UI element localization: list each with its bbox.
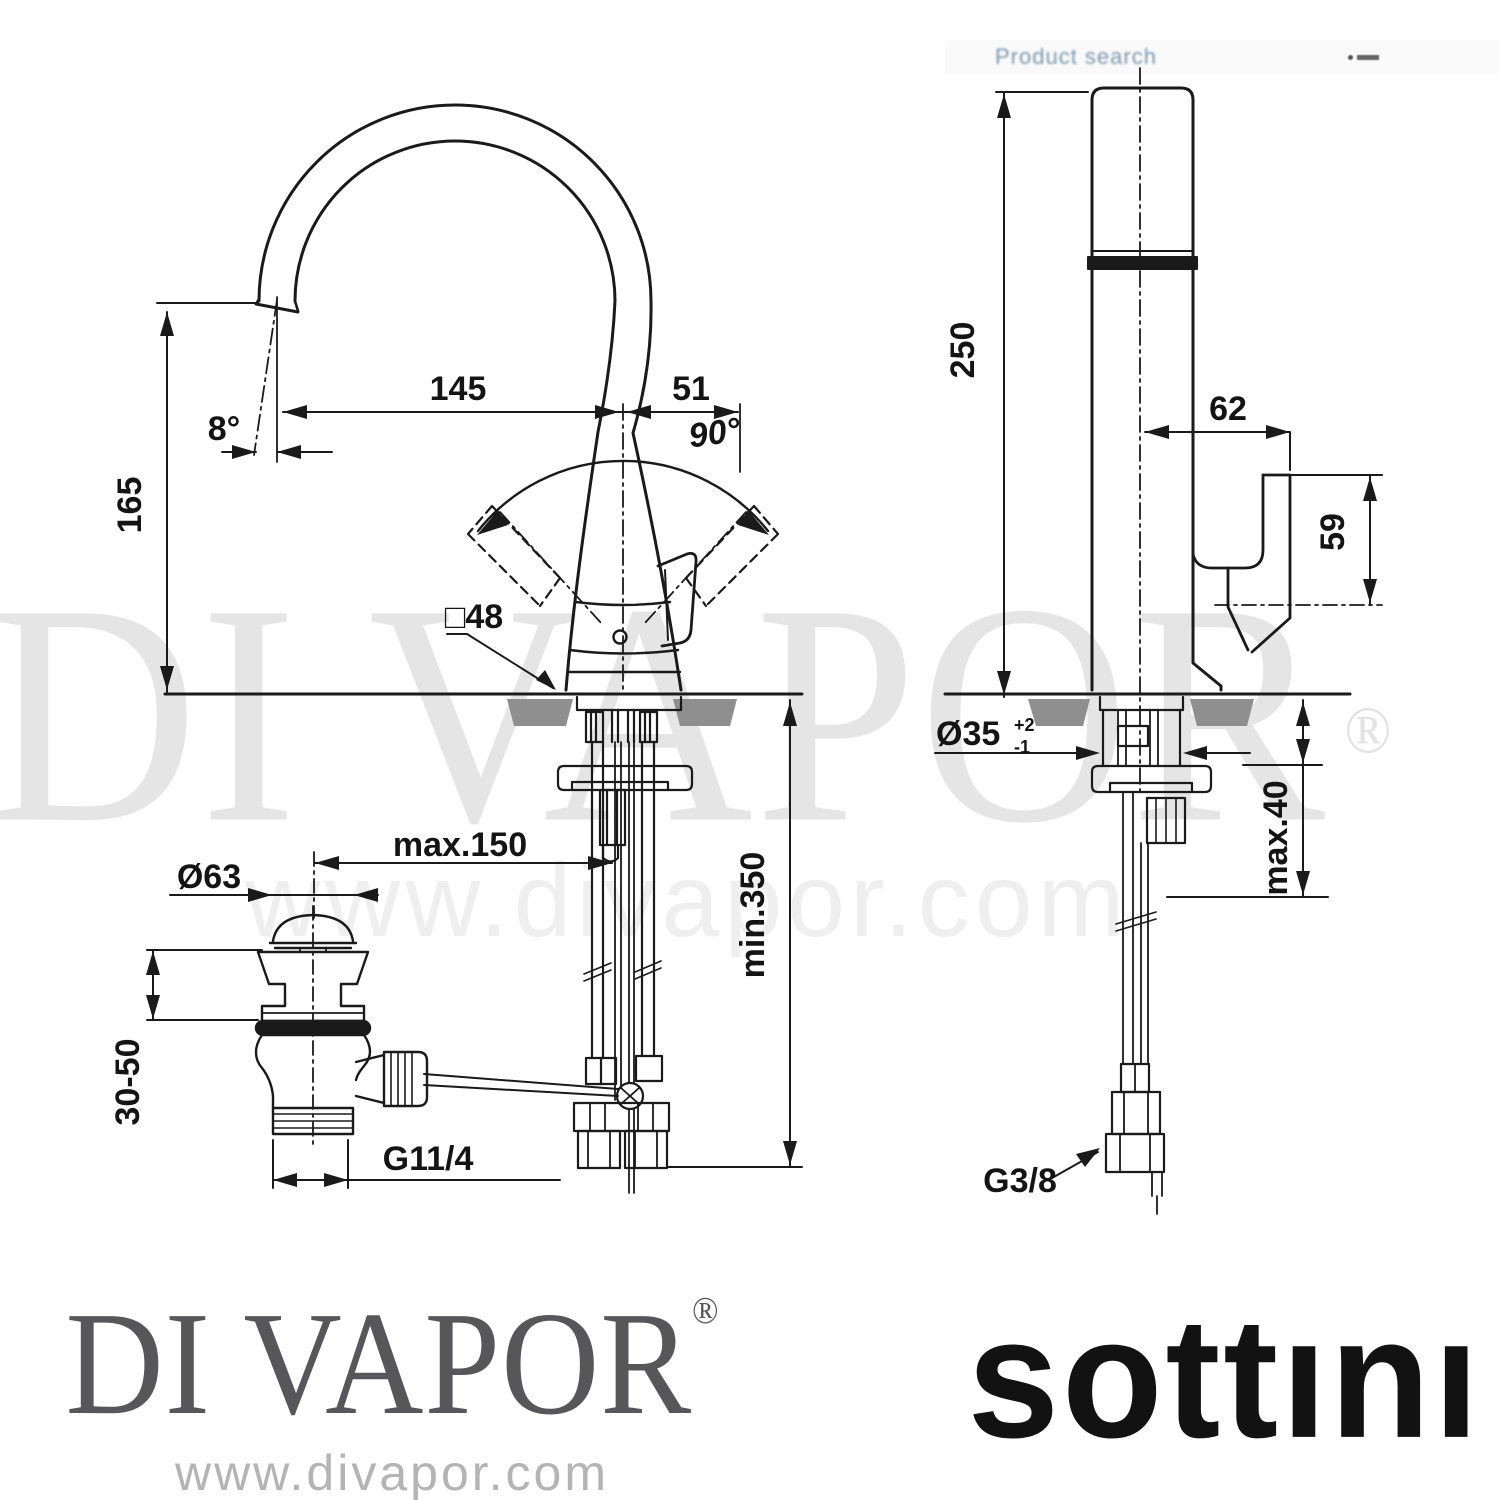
sottini-logo: sottını (967, 1281, 1482, 1474)
faded-dash-icon (1357, 55, 1379, 60)
dim-thread-g114: G11/4 (383, 1140, 474, 1178)
right-view-body (1087, 86, 1223, 692)
dim-max40: max.40 (1257, 780, 1295, 895)
dim-depth-62: 62 (1209, 390, 1247, 428)
dim-angle-8: 8° (208, 410, 241, 448)
right-view-counter (943, 692, 1352, 726)
left-view-popup-waste (254, 913, 429, 1136)
dim-deck-30-50: 30-50 (109, 1039, 147, 1126)
dim-hole-diameter-35: Ø35 (936, 715, 1000, 753)
divapor-url: www.divapor.com (174, 1445, 610, 1500)
right-view-dimension-lines (934, 91, 1383, 1179)
watermark-brand-text: DI VAPOR (0, 539, 1327, 888)
dimension-arrowheads (146, 94, 1377, 1187)
dim-clearance-59: 59 (1314, 513, 1352, 551)
right-view-spout-outlet (1191, 473, 1292, 654)
dim-max150: max.150 (393, 826, 527, 864)
divapor-registered-mark: ® (691, 1290, 720, 1332)
left-view-dimension-lines (146, 302, 803, 1189)
dim-waste-diameter-63: Ø63 (177, 858, 241, 896)
left-view-centerlines (253, 296, 741, 1146)
right-view-centerlines (1139, 67, 1383, 793)
left-view-body (566, 551, 698, 674)
left-view-swivel-ghosts (466, 459, 780, 625)
dim-hole-tol-minus: -1 (1014, 737, 1030, 757)
dim-thread-g38: G3/8 (983, 1162, 1057, 1200)
left-view-counter (163, 692, 804, 726)
left-view-undercounter (423, 695, 694, 1194)
left-view-labels: 145 51 8° 165 90° □48 max.150 Ø63 30-50 … (109, 370, 772, 1178)
faded-dot (1348, 55, 1353, 60)
right-view-undercounter (1090, 695, 1213, 1215)
watermark-registered-mark: ® (1344, 692, 1392, 768)
dim-height-250: 250 (944, 322, 982, 379)
right-view-labels: 250 62 59 Ø35 +2 -1 max.40 G3/8 (936, 322, 1352, 1200)
divapor-logo: DI VAPOR® (65, 1290, 719, 1438)
divapor-logo-text: DI VAPOR (64, 1282, 692, 1446)
faded-search-text: Product search (995, 44, 1157, 69)
dim-square-48: □48 (445, 598, 503, 636)
dim-hole-tol-plus: +2 (1014, 715, 1035, 735)
dim-offset-51: 51 (672, 370, 710, 408)
divapor-logo-block: DI VAPOR® www.divapor.com (22, 1290, 762, 1500)
dim-reach-145: 145 (430, 370, 487, 408)
faded-search-bar (945, 40, 1500, 74)
dim-min350: min.350 (734, 852, 772, 979)
dim-height-165: 165 (111, 477, 149, 534)
watermark-brand: DI VAPOR® (0, 556, 1472, 871)
dim-swivel-90: 90° (686, 411, 743, 456)
